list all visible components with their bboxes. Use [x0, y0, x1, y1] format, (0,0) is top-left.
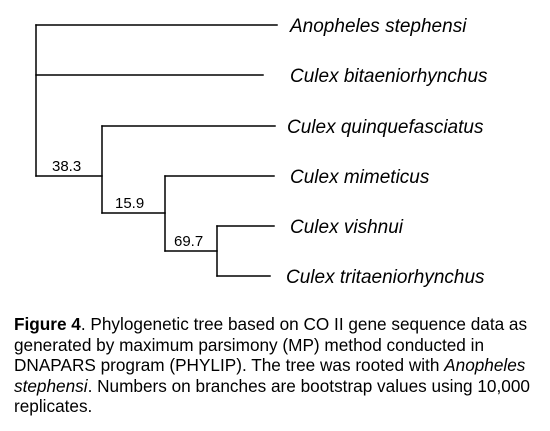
- taxon-label-anopheles-stephensi: Anopheles stephensi: [289, 16, 467, 37]
- taxon-label-culex-mimeticus: Culex mimeticus: [290, 167, 430, 188]
- caption-text-part-2: . Numbers on branches are bootstrap valu…: [14, 375, 530, 417]
- figure-label: Figure 4: [14, 314, 81, 334]
- taxon-label-culex-tritaeniorhynchus: Culex tritaeniorhynchus: [286, 267, 485, 288]
- taxon-label-culex-vishnui: Culex vishnui: [290, 217, 404, 238]
- taxon-label-culex-bitaeniorhynchus: Culex bitaeniorhynchus: [290, 66, 488, 87]
- bootstrap-value-node-3: 69.7: [174, 233, 203, 250]
- figure-caption: Figure 4. Phylogenetic tree based on CO …: [14, 314, 544, 417]
- phylogenetic-tree: Anopheles stephensi Culex bitaeniorhynch…: [35, 16, 488, 288]
- caption-text-part-1: . Phylogenetic tree based on CO II gene …: [14, 314, 528, 375]
- bootstrap-value-node-1: 38.3: [52, 158, 81, 175]
- taxon-label-culex-quinquefasciatus: Culex quinquefasciatus: [287, 117, 484, 138]
- caption-root-taxon: Anopheles stephensi: [14, 355, 526, 396]
- bootstrap-value-node-2: 15.9: [115, 195, 144, 212]
